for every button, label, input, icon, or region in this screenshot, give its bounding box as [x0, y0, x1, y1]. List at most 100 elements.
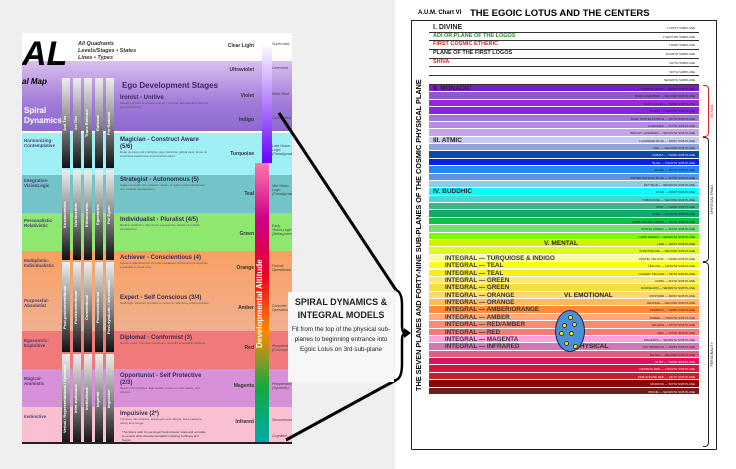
subplane-label: DARK LAVENDER — SECOND SUB PLANE — [634, 94, 695, 99]
altitude-gradient-top — [262, 43, 272, 163]
integral-label: INTEGRAL — TEAL — [445, 262, 504, 270]
subplane-row: PURPLE HEART — FIRST SUB PLANE II. MONADI… — [429, 85, 699, 93]
stage-desc: Interpenetration of witness and ego proc… — [120, 101, 209, 109]
subplane-row: BLUSH — SECOND SUB PLANE — [429, 350, 699, 359]
cognitive-line-level: Concrete Operational — [272, 304, 291, 312]
plane-label: II. MONADIC — [433, 85, 472, 92]
lotus-dot-icon — [559, 331, 564, 336]
stage-name: Diplomat - Conformist (3) — [120, 335, 192, 341]
plane-label: IV. BUDDHIC — [433, 188, 473, 196]
chart-label: A.U.M. Chart VI — [418, 10, 462, 16]
integral-map-image: AL al Map All Quadrants Levels/Stages • … — [22, 33, 292, 444]
divine-row-subplane: 1 FIRST SUBPLANE — [667, 26, 695, 30]
subplane-row: LAVENDER — SIXTH SUB PLANE — [429, 121, 699, 130]
spiral-level: Spiral Dynamics — [24, 106, 62, 125]
altitude-color: Indigo — [239, 117, 254, 123]
arrow-line-top — [277, 112, 398, 291]
subplane-label: BLUSH — SECOND SUB PLANE — [649, 352, 695, 357]
subplane-row: PRUNE — SEVENTH SUB PLANE — [429, 387, 699, 395]
stage-desc: Norms, rules. Concrete operations. Socia… — [120, 341, 207, 346]
altitude-color: Orange — [236, 265, 254, 271]
subplane-row: PASTEL GREEN — SIXTH SUB PLANE — [429, 225, 699, 233]
subplane-label: UNITED NATIONS BLUE — SIXTH SUB PLANE — [630, 175, 695, 180]
plane-label: V. MENTAL — [544, 239, 578, 247]
spiral-level: Magical-Animistic — [24, 376, 45, 387]
text-box-body: Fit from the top of the physical sub-pla… — [291, 326, 391, 353]
plane-label: III. ATMIC — [433, 136, 462, 144]
spiral-level: Multiplistic-Individualistic — [24, 258, 55, 269]
stage-desc: Systems effectiveness. Formal operations… — [120, 261, 208, 269]
integral-label: INTEGRAL — INFRARED — [445, 343, 520, 351]
subplane-label: PURPLE HEART — FIRST SUB PLANE — [641, 87, 695, 91]
altitude-color: Magenta — [233, 383, 254, 389]
subplane-label: DANDELION — SEVENTH SUB PLANE — [640, 286, 695, 291]
subplane-label: MAROON — SIXTH SUB PLANE — [650, 382, 695, 387]
cognitive-line-level: Meta Mind — [272, 92, 289, 96]
arrow-head-icon — [404, 328, 411, 338]
subplane-label: CHARTREUSE — SECOND SUB PLANE — [639, 249, 695, 254]
subplane-label: MINT — THIRD SUB PLANE — [656, 205, 695, 210]
subplane-label: MAGENTA — SEVENTH SUB PLANE — [644, 337, 695, 342]
subplane-label: AMBER — FOURTH SUB PLANE — [649, 315, 695, 320]
subplane-label: CYAN — FIRST SUB PLANE — [655, 190, 695, 195]
divine-row-subplane: FOURTH SUBPLANE — [665, 52, 695, 57]
chart-title: THE EGOIC LOTUS AND THE CENTERS — [470, 8, 650, 19]
subplane-row: DANDELION — SEVENTH SUB PLANE INTEGRAL — … — [429, 284, 699, 292]
ego-stage: Expert - Self Conscious (3/4)Craft logic… — [120, 295, 210, 306]
lotus-dot-icon — [564, 341, 569, 346]
spiral-level: Egocentric-Exploitive — [24, 338, 49, 349]
divine-row-label: FIRST COSMIC ETHERIC — [433, 41, 499, 48]
subplane-label: LIME — FIRST SUB PLANE — [657, 241, 695, 246]
altitude-color: Clear Light — [227, 43, 254, 49]
stage-name: Opportunist - Self Protective (2/3) — [120, 373, 202, 387]
subplane-label: PRUNE — SEVENTH SUB PLANE — [647, 389, 695, 394]
subplane-label: AZURE — FIFTH SUB PLANE — [653, 168, 695, 173]
stage-desc: Deep process role principles. Ego histor… — [120, 150, 208, 158]
subplane-label: LAVENDER — SIXTH SUB PLANE — [647, 123, 695, 128]
text-box-title: SPIRAL DYNAMICS & INTEGRAL MODELS — [294, 297, 388, 320]
integral-label: INTEGRAL — RED/AMBER — [445, 321, 525, 329]
spiral-level: Integrative-VisionLogic — [24, 178, 50, 189]
divine-row-subplane: 2 SECOND SUBPLANE — [662, 34, 695, 39]
altitude-color: Ultraviolet — [229, 67, 254, 73]
integral-label: INTEGRAL — RED — [445, 328, 501, 336]
footnote: * Numbers refer to Loevinger/Cook-Greute… — [122, 430, 206, 442]
divine-row-label: PLANE OF THE FIRST LOGOS — [433, 50, 513, 57]
integral-label: INTEGRAL — GREEN — [445, 284, 510, 292]
cognitive-line-level: Mid Vision-Logic (Paradigmatic) — [272, 184, 292, 196]
bracket-personality — [703, 262, 709, 447]
subplane-label: RUBY — THIRD SUB PLANE — [655, 360, 695, 365]
subplane-label: ORANGE — SECOND SUB PLANE — [646, 301, 695, 306]
subplane-label: PASTEL GREEN — SIXTH SUB PLANE — [641, 227, 695, 232]
subplane-label: LAVENDER BLUE — FIRST SUB PLANE — [639, 138, 695, 143]
integral-label: INTEGRAL — AMBER/ORANGE — [445, 306, 540, 314]
integral-label: INTEGRAL — MAGENTA — [445, 335, 519, 343]
stage-name: Strategist - Autonomous (5) — [120, 177, 199, 183]
altitude-color: Infrared — [235, 419, 254, 425]
stage-name: Achiever - Conscientious (4) — [120, 255, 202, 261]
subplane-label: CRIMSON RED — FOURTH SUB PLANE — [638, 367, 695, 372]
ego-stage: Achiever - Conscientious (4)Systems effe… — [120, 255, 210, 269]
divine-row-subplane: SEVENTH SUBPLANE — [663, 78, 695, 83]
stage-desc: Impulses rule reflexes, actual gain and … — [120, 417, 203, 425]
cognitive-line-level: Supermind — [272, 42, 290, 46]
lotus-dot-icon — [562, 323, 567, 328]
text-box: SPIRAL DYNAMICS & INTEGRAL MODELS Fit fr… — [288, 292, 394, 382]
arrow-line-bottom — [285, 378, 397, 442]
subplane-label: FIRE ENGINE RED — FIFTH SUB PLANE — [637, 374, 695, 379]
subplane-row: DARK LAVENDER — SECOND SUB PLANE — [429, 92, 699, 100]
cognitive-line-level: Overmind — [272, 66, 288, 70]
cognitive-line-level: Late Vision-Logic (Paradigmatic) — [272, 144, 292, 156]
subplane-row: LIME — FIRST SUB PLANE V. MENTAL — [429, 239, 699, 248]
stage-name: Expert - Self Conscious (3/4) — [120, 295, 202, 301]
integral-label: INTEGRAL — TEAL — [445, 269, 504, 277]
divine-row: PLANE OF THE FIRST LOGOS FOURTH SUBPLANE — [429, 50, 699, 59]
subplane-row: RUBY — THIRD SUB PLANE — [429, 358, 699, 366]
subplane-label: SALMON — FIFTH SUB PLANE — [651, 323, 695, 328]
stage-name: Magician - Construct Aware (5/6) — [120, 137, 199, 151]
subplane-row: CEIL — SECOND SUB PLANE — [429, 144, 699, 152]
cognitive-line-level: Cognitive — [272, 434, 287, 438]
